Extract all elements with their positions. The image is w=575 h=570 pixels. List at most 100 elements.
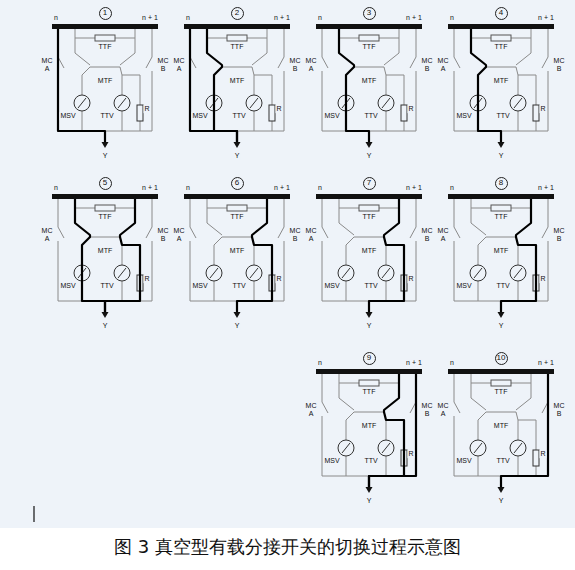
wire (471, 398, 486, 410)
interrupter-contact (382, 98, 390, 108)
output-label: Y (498, 152, 505, 160)
vacuum-interrupter (470, 265, 486, 281)
tap-label: n (53, 184, 59, 192)
main-contact-label: MC A (171, 227, 187, 242)
main-contact-label: MC B (551, 227, 567, 242)
transition-resistor (359, 205, 379, 211)
output-label: Y (234, 322, 241, 330)
switch-panel (448, 24, 554, 148)
wire (58, 227, 64, 238)
main-contact-label: MC B (419, 57, 435, 72)
step-number-text: 4 (499, 9, 503, 17)
vacuum-interrupter-label: TTV (363, 282, 378, 290)
output-arrow (102, 142, 109, 148)
wire (222, 67, 252, 68)
tap-bar (316, 24, 422, 29)
tap-label: n + 1 (405, 14, 423, 22)
wire (386, 281, 387, 301)
wire (511, 29, 531, 38)
wire (454, 416, 455, 476)
wire (75, 53, 90, 65)
selector-label: MTF (97, 247, 113, 255)
wire (58, 199, 59, 227)
vacuum-interrupter (114, 265, 130, 281)
tap-label: n + 1 (273, 184, 291, 192)
interrupter-contact (118, 268, 126, 278)
wire (247, 199, 267, 208)
vacuum-interrupter-label: MSV (455, 282, 472, 290)
tap-bar (316, 369, 422, 374)
wire (548, 71, 549, 131)
tap-bar (184, 24, 290, 29)
wire (379, 374, 399, 383)
wire (486, 67, 516, 68)
vacuum-interrupter-label: MSV (59, 282, 76, 290)
step-number-text: 5 (103, 179, 107, 187)
tap-label: n + 1 (141, 14, 159, 22)
interrupter-contact (78, 98, 86, 108)
step-number-text: 3 (367, 9, 371, 17)
wire (346, 281, 347, 301)
transition-resistor (491, 205, 511, 211)
wire (322, 416, 323, 476)
main-contact-label: MC A (435, 227, 451, 242)
wire (90, 67, 120, 68)
interrupter-contact (210, 268, 218, 278)
wire (146, 57, 152, 68)
tap-label: n (317, 14, 323, 22)
wire (354, 412, 384, 413)
interrupter-contact (474, 443, 482, 453)
step-number: 1 (99, 7, 112, 20)
vacuum-interrupter-label: TTV (231, 112, 246, 120)
wire (322, 57, 328, 68)
vacuum-interrupter-label: TTV (99, 112, 114, 120)
wire (379, 199, 399, 208)
interrupter-contact (514, 268, 522, 278)
transition-resistor (95, 35, 115, 41)
wire (252, 53, 267, 65)
step-number: 7 (363, 177, 376, 190)
wire (471, 374, 491, 383)
vacuum-interrupter (378, 95, 394, 111)
wire (416, 71, 417, 131)
resistor-label: R (275, 105, 282, 113)
vacuum-interrupter-label: MSV (323, 112, 340, 120)
interrupter-contact (382, 443, 390, 453)
resistor-label: R (143, 105, 150, 113)
wire (58, 241, 59, 301)
wire (322, 71, 323, 131)
wire (190, 241, 191, 301)
output-label: Y (498, 322, 505, 330)
resistor-label: R (275, 275, 282, 283)
wire (354, 237, 384, 238)
wire (75, 38, 76, 53)
vacuum-interrupter-label: TTV (495, 282, 510, 290)
step-number: 2 (231, 7, 244, 20)
step-number-text: 6 (235, 179, 239, 187)
wire (542, 57, 548, 68)
vacuum-interrupter-label: MSV (323, 282, 340, 290)
wire (254, 281, 255, 301)
figure-caption: 图 3 真空型有载分接开关的切换过程示意图 (0, 535, 575, 558)
wire (339, 374, 359, 383)
interrupter-contact (250, 98, 258, 108)
wire (518, 111, 519, 131)
resistor-label: R (407, 275, 414, 283)
wire (486, 237, 516, 238)
wire (140, 121, 141, 131)
wire (322, 241, 323, 301)
wire (247, 29, 267, 38)
output-label: Y (498, 497, 505, 505)
main-contact-label: MC A (303, 57, 319, 72)
tap-label: n + 1 (405, 184, 423, 192)
vacuum-interrupter (470, 440, 486, 456)
wire (322, 29, 323, 57)
wire (518, 281, 519, 301)
main-contact-label: MC A (435, 57, 451, 72)
transition-contact-label: TTF (98, 43, 113, 51)
transition-contact-label: TTF (230, 213, 245, 221)
wire (478, 281, 479, 301)
output-arrow (102, 312, 109, 318)
selector-label: MTF (493, 77, 509, 85)
wire (536, 121, 537, 131)
